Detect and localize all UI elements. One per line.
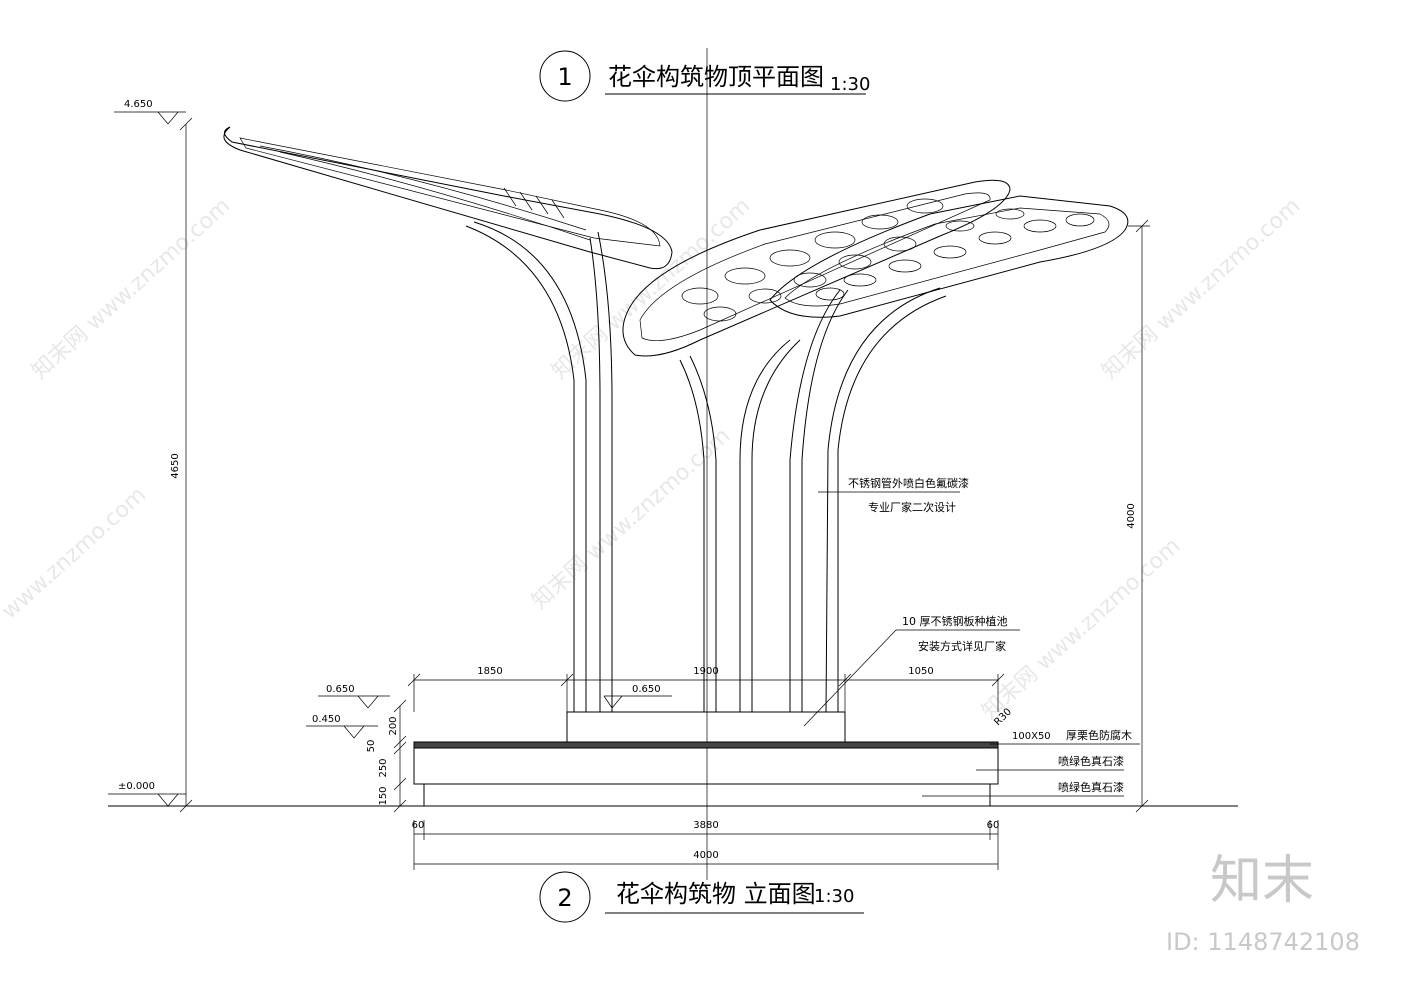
base-wall — [413, 747, 999, 785]
dim-top-left: 1850 — [477, 666, 502, 677]
watermark-text: 知末网 www.znzmo.com — [27, 194, 235, 385]
canopy-middle — [622, 179, 1011, 357]
watermark-text: 知末网 www.znzmo.com — [1097, 194, 1305, 385]
note-planter-1: 10 厚不锈钢板种植池 — [902, 614, 1008, 628]
note-timber-size: 100X50 — [1012, 731, 1051, 742]
dimension-right-height: 4000 — [1126, 219, 1150, 813]
note-pipe-2: 专业厂家二次设计 — [868, 500, 956, 514]
dim-total-height: 4650 — [170, 453, 181, 478]
dimension-top: 1850 1900 1050 — [407, 666, 1005, 712]
elev-planter-inner-label: 0.650 — [632, 684, 661, 695]
dim-200: 200 — [388, 716, 399, 735]
view-number: 2 — [557, 884, 572, 912]
dim-top-mid: 1900 — [693, 666, 718, 677]
dim-bottom-mid: 3880 — [693, 820, 718, 831]
dim-bottom-left: 60 — [412, 820, 425, 831]
dim-bottom-total: 4000 — [693, 850, 718, 861]
elev-ground-label: ±0.000 — [118, 781, 155, 792]
base-footing — [423, 783, 991, 807]
canopy-left — [223, 126, 673, 270]
view-title: 花伞构筑物顶平面图 — [608, 63, 824, 91]
note-planter-2: 安装方式详见厂家 — [918, 639, 1006, 653]
view-title: 花伞构筑物 立面图 — [616, 880, 816, 908]
planter-box — [566, 711, 846, 743]
elev-planter-label: 0.650 — [326, 684, 355, 695]
note-timber: 厚栗色防腐木 — [1066, 728, 1132, 742]
dimension-total-height: 4650 — [170, 117, 193, 813]
watermark-text: www.znzmo.com — [0, 482, 151, 624]
dim-bottom-right: 60 — [987, 820, 1000, 831]
dim-top-right: 1050 — [908, 666, 933, 677]
planter — [413, 711, 999, 807]
logo-id: ID: 1148742108 — [1166, 928, 1360, 956]
dim-250: 250 — [378, 758, 389, 777]
watermarks: 知末网 www.znzmo.com www.znzmo.com 知末网 www.… — [0, 194, 1305, 725]
brand-logo: 知末 ID: 1148742108 — [1166, 851, 1360, 956]
plan-view-title: 1 花伞构筑物顶平面图 1:30 — [539, 50, 870, 102]
canopy-right — [769, 195, 1129, 318]
view-number: 1 — [557, 63, 572, 91]
stainless-pipes — [465, 221, 947, 713]
dimension-vertical-stack: 200 50 250 150 — [366, 699, 407, 813]
dimension-bottom: 60 3880 60 4000 — [412, 820, 1000, 870]
view-number-circle — [539, 871, 591, 923]
dim-right-height: 4000 — [1126, 503, 1137, 528]
dim-150: 150 — [378, 786, 389, 805]
note-pipe-1: 不锈钢管外喷白色氟碳漆 — [848, 476, 969, 490]
note-stone-2: 喷绿色真石漆 — [1058, 780, 1124, 794]
watermark-text: 知末网 www.znzmo.com — [977, 534, 1185, 725]
note-stone-1: 喷绿色真石漆 — [1058, 754, 1124, 768]
elev-top-label: 4.650 — [124, 99, 153, 110]
view-scale: 1:30 — [830, 74, 870, 95]
view-scale: 1:30 — [814, 886, 854, 907]
view-number-circle — [539, 50, 591, 102]
timber-deck — [413, 741, 999, 749]
elev-deck-label: 0.450 — [312, 714, 341, 725]
dim-50: 50 — [366, 740, 377, 753]
logo-brand: 知末 — [1210, 851, 1314, 911]
annotations: 不锈钢管外喷白色氟碳漆 专业厂家二次设计 10 厚不锈钢板种植池 安装方式详见厂… — [803, 476, 1140, 797]
elevation-view-title: 2 花伞构筑物 立面图 1:30 — [539, 871, 864, 923]
elevation-marks: 4.650 ±0.000 0.650 0.650 0.450 — [108, 99, 672, 807]
